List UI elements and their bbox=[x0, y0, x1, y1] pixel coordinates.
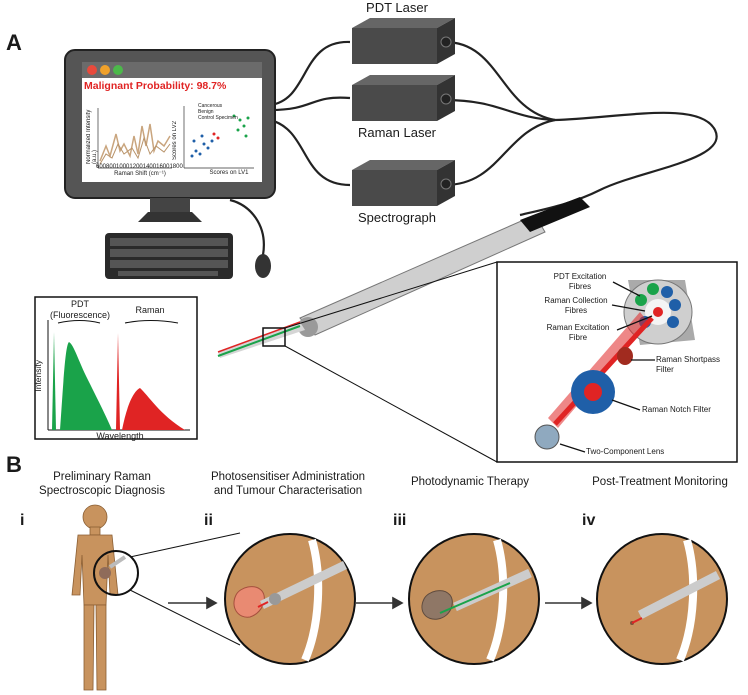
raman-laser-label: Raman Laser bbox=[357, 125, 437, 140]
pdt-label-line1: PDT bbox=[71, 299, 89, 309]
monitor-charts bbox=[97, 106, 254, 169]
raman-notch-filter-label: Raman Notch Filter bbox=[642, 405, 711, 414]
raman-collection-fibres-label: Raman Collection Fibres bbox=[544, 296, 608, 315]
scatter-legend-item: Cancerous bbox=[198, 103, 223, 109]
stage-4-circle bbox=[596, 533, 728, 665]
scatter-legend-item: Benign bbox=[198, 109, 214, 115]
stage-1-title: Preliminary Raman Spectroscopic Diagnosi… bbox=[22, 470, 182, 498]
probe-zoom-box bbox=[262, 327, 286, 347]
spectrum-tick: 1600 bbox=[156, 164, 170, 170]
spectrograph-box bbox=[352, 160, 455, 206]
panel-a-letter: A bbox=[6, 30, 22, 55]
monitor bbox=[64, 49, 276, 222]
raman-region-label: Raman bbox=[135, 305, 165, 315]
spectrum-tick: 800 bbox=[106, 164, 117, 170]
spectrum-tick: 1400 bbox=[142, 164, 157, 170]
scatter-y-axis-label: Scores on LV2 bbox=[172, 121, 178, 160]
pdt-laser-box bbox=[352, 18, 455, 64]
pdt-laser-label: PDT Laser bbox=[366, 0, 428, 15]
raman-excitation-fibre-label: Raman Excitation Fibre bbox=[546, 323, 610, 342]
keyboard bbox=[105, 233, 233, 279]
window-maximize-button[interactable] bbox=[113, 65, 123, 75]
pdt-excitation-fibres-label: PDT Excitation Fibres bbox=[553, 272, 607, 291]
two-component-lens-label: Two-Component Lens bbox=[586, 447, 665, 456]
wavelength-axis-label: Wavelength bbox=[96, 431, 144, 441]
spectrograph-label: Spectrograph bbox=[357, 210, 437, 225]
stage-2-numeral: ii bbox=[204, 512, 213, 529]
stage-3-circle bbox=[408, 533, 540, 665]
pdt-label-line2: (Fluorescence) bbox=[50, 310, 111, 320]
stage-1-title-line2: Spectroscopic Diagnosis bbox=[39, 485, 165, 497]
probe-inset-frame bbox=[496, 261, 738, 463]
stage-2-title: Photosensitiser Administration and Tumou… bbox=[198, 470, 378, 498]
panel-b-graphic bbox=[71, 504, 728, 691]
callout-arrows bbox=[559, 281, 655, 453]
stage-2-title-line2: and Tumour Characterisation bbox=[213, 485, 363, 497]
stage-1-zoom-circle bbox=[93, 550, 139, 596]
probe-detail-graphic bbox=[534, 279, 695, 450]
stage-2-circle bbox=[224, 533, 356, 665]
human-figure bbox=[71, 504, 119, 691]
malignant-probability-text: Malignant Probability: 98.7% bbox=[84, 80, 227, 92]
stage-4-numeral: iv bbox=[582, 512, 596, 529]
spectrum-tick: 1800 bbox=[169, 164, 183, 170]
stage-2-title-line1: Photosensitiser Administration bbox=[210, 471, 366, 483]
pdt-fluorescence-label: PDT (Fluorescence) bbox=[50, 299, 110, 321]
spectrum-x-axis-label: Raman Shift (cm⁻¹) bbox=[114, 171, 166, 177]
panel-a-graphic bbox=[34, 18, 738, 463]
window-close-button[interactable] bbox=[87, 65, 97, 75]
stage-1-numeral: i bbox=[20, 512, 25, 529]
spectrum-inset-plot bbox=[47, 320, 190, 431]
spectrum-tick: 600 bbox=[96, 164, 107, 170]
window-minimize-button[interactable] bbox=[100, 65, 110, 75]
scatter-legend: Cancerous Benign Control Specimen bbox=[198, 103, 238, 121]
process-arrows bbox=[168, 596, 593, 610]
scatter-legend-item: Control Specimen bbox=[198, 115, 238, 121]
stage-3-title: Photodynamic Therapy bbox=[410, 476, 530, 488]
raman-laser-box bbox=[352, 75, 455, 121]
raman-shortpass-filter-label: Raman Shortpass Filter bbox=[656, 355, 721, 374]
mouse[interactable] bbox=[255, 254, 271, 278]
stage-1-title-line1: Preliminary Raman bbox=[53, 471, 151, 483]
spectrum-tick-labels: 600 800 1000 1200 1400 1600 1800 bbox=[96, 164, 183, 170]
spectrum-tick: 1000 bbox=[116, 164, 130, 170]
panel-b-letter: B bbox=[6, 452, 22, 477]
stage-4-title: Post-Treatment Monitoring bbox=[592, 476, 728, 488]
spectrum-y-axis-label: Normalized Intensity (a.u.) bbox=[86, 109, 98, 164]
scatter-x-axis-label: Scores on LV1 bbox=[209, 170, 249, 176]
spectrum-tick: 1200 bbox=[129, 164, 143, 170]
cables bbox=[229, 40, 718, 256]
intensity-axis-label: Intensity bbox=[33, 360, 43, 392]
stage-3-numeral: iii bbox=[393, 512, 407, 529]
